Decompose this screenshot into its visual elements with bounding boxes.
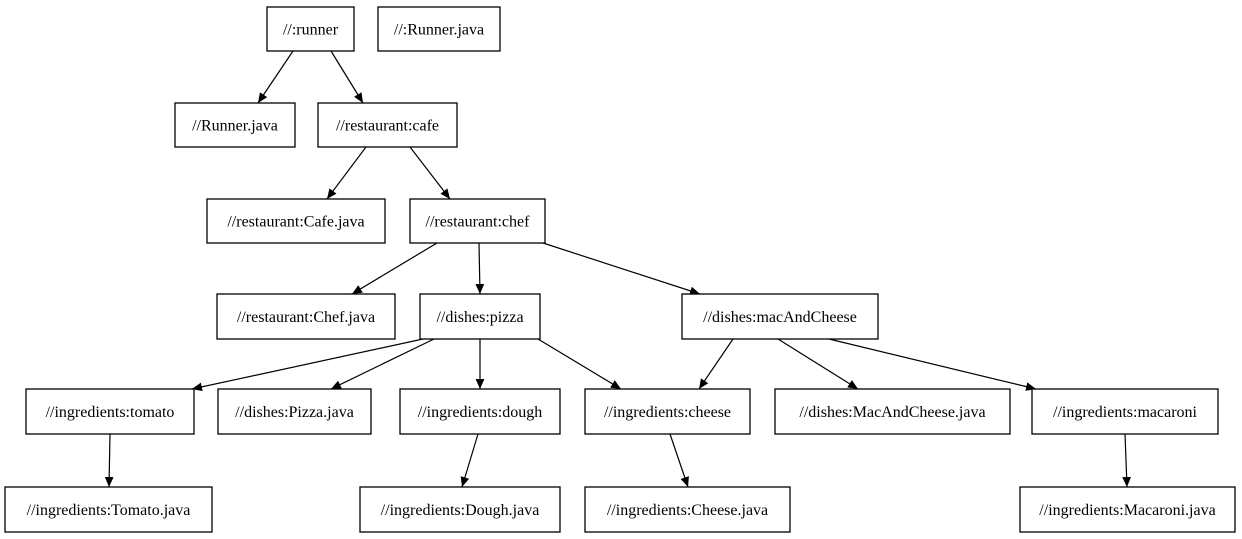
graph-node-mac-and-cheese: //dishes:macAndCheese — [681, 293, 879, 340]
edge-mac-and-cheese-to-mac-and-cheese-java — [777, 338, 859, 390]
node-box-chef — [409, 198, 546, 244]
edge-chef-to-pizza — [475, 242, 485, 295]
edge-pizza-to-cheese — [537, 338, 622, 390]
edge-cheese-to-cheese-java — [669, 433, 689, 488]
node-label-pizza: //dishes:pizza — [436, 309, 523, 326]
node-box-mac-and-cheese-java — [774, 388, 1011, 435]
node-label-dough: //ingredients:dough — [418, 404, 542, 421]
graph-node-cheese-java: //ingredients:Cheese.java — [584, 486, 791, 533]
edge-runner-to-runner-java — [257, 50, 294, 104]
graph-node-cafe-java: //restaurant:Cafe.java — [206, 198, 386, 244]
node-label-tomato-java: //ingredients:Tomato.java — [27, 502, 191, 519]
edge-cafe-to-cafe-java — [326, 146, 367, 200]
node-box-pizza — [419, 293, 541, 340]
graph-node-tomato: //ingredients:tomato — [25, 388, 195, 435]
edge-dough-to-dough-java — [460, 433, 479, 488]
node-box-runner-java-target — [377, 6, 501, 52]
graph-node-macaroni-java: //ingredients:Macaroni.java — [1019, 486, 1236, 533]
edge-tomato-to-tomato-java — [104, 433, 114, 488]
node-box-pizza-java — [217, 388, 372, 435]
node-label-chef-java: //restaurant:Chef.java — [237, 309, 375, 326]
node-label-tomato: //ingredients:tomato — [46, 404, 175, 421]
graph-node-runner: //:runner — [266, 6, 355, 52]
node-label-pizza-java: //dishes:Pizza.java — [235, 404, 354, 421]
edge-runner-to-cafe — [330, 50, 364, 104]
graph-node-chef-java: //restaurant:Chef.java — [216, 293, 396, 340]
node-box-cheese — [584, 388, 751, 435]
node-box-cafe-java — [206, 198, 386, 244]
edge-pizza-to-pizza-java — [330, 338, 435, 390]
node-box-chef-java — [216, 293, 396, 340]
graph-node-dough-java: //ingredients:Dough.java — [359, 486, 561, 533]
edge-chef-to-mac-and-cheese — [542, 242, 701, 296]
graph-node-pizza: //dishes:pizza — [419, 293, 541, 340]
edge-pizza-to-tomato — [191, 338, 424, 392]
node-label-cafe-java: //restaurant:Cafe.java — [227, 214, 364, 231]
node-label-runner-java: //Runner.java — [192, 118, 278, 135]
node-box-macaroni — [1031, 388, 1219, 435]
node-label-cheese-java: //ingredients:Cheese.java — [607, 502, 768, 519]
edge-mac-and-cheese-to-cheese — [698, 338, 734, 390]
node-label-mac-and-cheese-java: //dishes:MacAndCheese.java — [799, 404, 985, 421]
node-box-runner — [266, 6, 355, 52]
node-label-dough-java: //ingredients:Dough.java — [381, 502, 540, 519]
graph-node-cafe: //restaurant:cafe — [317, 102, 458, 148]
graph-node-mac-and-cheese-java: //dishes:MacAndCheese.java — [774, 388, 1011, 435]
node-label-macaroni: //ingredients:macaroni — [1053, 404, 1198, 421]
node-box-tomato-java — [4, 486, 213, 533]
graph-node-chef: //restaurant:chef — [409, 198, 546, 244]
node-label-cafe: //restaurant:cafe — [336, 118, 439, 135]
node-box-dough-java — [359, 486, 561, 533]
node-label-macaroni-java: //ingredients:Macaroni.java — [1039, 502, 1215, 519]
node-label-cheese: //ingredients:cheese — [604, 404, 731, 421]
graph-node-cheese: //ingredients:cheese — [584, 388, 751, 435]
node-label-mac-and-cheese: //dishes:macAndCheese — [703, 309, 857, 326]
node-box-macaroni-java — [1019, 486, 1236, 533]
node-box-cafe — [317, 102, 458, 148]
node-label-chef: //restaurant:chef — [426, 214, 531, 231]
graph-node-dough: //ingredients:dough — [399, 388, 561, 435]
node-label-runner-java-target: //:Runner.java — [394, 22, 484, 39]
node-box-runner-java — [174, 102, 296, 148]
edge-chef-to-chef-java — [351, 242, 438, 295]
node-box-tomato — [25, 388, 195, 435]
nodes-layer: //:runner //:Runner.java //Runner.java //re… — [4, 6, 1236, 533]
graph-node-tomato-java: //ingredients:Tomato.java — [4, 486, 213, 533]
graph-node-runner-java: //Runner.java — [174, 102, 296, 148]
node-box-mac-and-cheese — [681, 293, 879, 340]
graph-node-macaroni: //ingredients:macaroni — [1031, 388, 1219, 435]
node-label-runner: //:runner — [283, 22, 339, 39]
edge-cafe-to-chef — [409, 146, 451, 200]
edge-mac-and-cheese-to-macaroni — [828, 338, 1037, 391]
edges-layer — [104, 50, 1132, 488]
node-box-dough — [399, 388, 561, 435]
edge-macaroni-to-macaroni-java — [1122, 433, 1132, 488]
graph-node-runner-java-target: //:Runner.java — [377, 6, 501, 52]
graph-node-pizza-java: //dishes:Pizza.java — [217, 388, 372, 435]
node-box-cheese-java — [584, 486, 791, 533]
